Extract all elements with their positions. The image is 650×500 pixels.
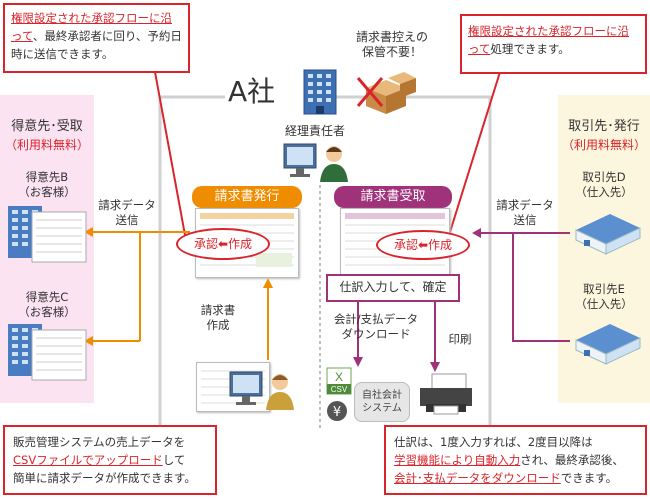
send-data-left: 請求データ 送信 <box>92 198 162 228</box>
invoice-create-label: 請求書 作成 <box>190 303 246 333</box>
send-arrow-b-head <box>84 227 93 237</box>
accountant-workstation-icon <box>283 143 348 182</box>
supplier-panel-header: 取引先･発行 （利用料無料） <box>558 118 650 154</box>
callout-left-text: 、最終承認者に回り、予約日時に送信できます。 <box>11 29 182 61</box>
csv-file-icon: CSV X <box>326 367 352 395</box>
client-panel-header: 得意先･受取 （利用料無料） <box>0 118 94 154</box>
accountant-label: 経理責任者 <box>284 124 345 138</box>
no-storage-note: 請求書控えの 保管不要！ <box>342 30 442 60</box>
callout-csv-line2: して <box>162 453 186 467</box>
callout-approval-flow-issue: 権限設定された承認フローに沿って、最終承認者に回り、予約日時に送信できます。 <box>3 3 190 73</box>
building-icon <box>303 69 337 115</box>
callout-csv-line3: 簡単に請求データが作成できます。 <box>13 471 196 485</box>
supplier-e: 取引先E （仕入先） <box>558 282 650 312</box>
callout-left-highlight: 権限設定された承認フローに沿って <box>11 11 172 43</box>
storage-boxes-crossed-icon <box>356 72 416 114</box>
send-right-line2: 送信 <box>513 213 537 227</box>
journal-entry-box: 仕訳入力して、確定 <box>326 274 460 302</box>
download-label: 会計/支払データ ダウンロード <box>320 312 432 342</box>
client-b-building-icon <box>8 206 87 263</box>
operator-workstation-icon <box>229 371 294 410</box>
client-c-sub: （お客様） <box>18 305 76 319</box>
left-arrow-icon: ⬅ <box>417 238 429 252</box>
client-b-sub: （お客様） <box>18 185 76 199</box>
supplier-d-sub: （仕入先） <box>575 185 633 199</box>
invoice-issue-header: 請求書発行 <box>192 186 302 208</box>
supplier-e-sub: （仕入先） <box>575 297 633 311</box>
send-left-line1: 請求データ <box>98 198 156 212</box>
supplier-e-warehouse-icon <box>575 324 641 365</box>
issue-create-label: 作成 <box>228 237 253 251</box>
callout-learn-highlight1: 学習機能により自動入力 <box>394 453 521 467</box>
own-system-line2: システム <box>362 403 402 414</box>
invoice-receive-header: 請求書受取 <box>334 186 452 208</box>
invoice-create-line2: 作成 <box>206 318 230 332</box>
csv-text: CSV <box>331 385 348 394</box>
download-line2: ダウンロード <box>341 327 411 341</box>
callout-right-pointer <box>449 71 501 233</box>
upload-arrow-head <box>263 278 273 288</box>
supplier-d-name: 取引先D <box>582 170 626 184</box>
callout-csv-upload: 販売管理システムの売上データを CSVファイルでアップロードして 簡単に請求デー… <box>3 425 217 495</box>
callout-learning: 仕訳は、1度入力すれば、2度目以降は 学習機能により自動入力され、最終承認後、 … <box>384 425 647 495</box>
receive-create-label: 作成 <box>428 238 453 252</box>
callout-csv-highlight: CSVファイルでアップロード <box>13 453 163 467</box>
send-right-line1: 請求データ <box>496 198 554 212</box>
left-arrow-icon: ⬅ <box>217 237 229 251</box>
receive-approve-label: 承認 <box>393 238 418 252</box>
send-left-line2: 送信 <box>115 213 139 227</box>
own-system-line1: 自社会計 <box>362 390 402 401</box>
printer-icon <box>420 373 472 415</box>
supplier-d: 取引先D （仕入先） <box>558 170 650 200</box>
no-storage-line2: 保管不要！ <box>361 45 422 59</box>
print-label: 印刷 <box>448 332 472 346</box>
download-arrow-head <box>353 357 363 367</box>
client-c-name: 得意先C <box>25 290 69 304</box>
yen-coin-icon: ¥ <box>327 401 347 421</box>
client-c: 得意先C （お客様） <box>0 290 94 320</box>
svg-text:¥: ¥ <box>333 405 341 420</box>
no-storage-line1: 請求書控えの <box>355 30 428 44</box>
client-panel-free: （利用料無料） <box>4 138 89 152</box>
client-panel-title: 得意先･受取 <box>11 119 83 134</box>
client-c-building-icon <box>8 324 87 381</box>
issue-approve-label: 承認 <box>193 237 218 251</box>
invoice-create-line1: 請求書 <box>200 303 236 317</box>
supplier-e-name: 取引先E <box>583 282 625 296</box>
callout-learn-line3: できます。 <box>560 471 618 485</box>
excel-x-mark: X <box>335 370 343 384</box>
client-b: 得意先B （お客様） <box>0 170 94 200</box>
callout-learn-line2: され、最終承認後、 <box>520 453 624 467</box>
supplier-panel-title: 取引先･発行 <box>568 119 640 134</box>
receive-arrow-d-head <box>472 228 481 238</box>
callout-left-pointer <box>154 71 186 236</box>
supplier-panel-free: （利用料無料） <box>561 138 646 152</box>
callout-learn-line1: 仕訳は、1度入力すれば、2度目以降は <box>394 435 593 449</box>
issue-approval-badge: 承認⬅作成 <box>176 228 270 260</box>
callout-csv-line1: 販売管理システムの売上データを <box>13 435 186 449</box>
own-accounting-system: 自社会計 システム <box>354 382 410 422</box>
callout-right-highlight: 権限設定された承認フローに沿って <box>468 24 629 56</box>
supplier-d-warehouse-icon <box>575 214 641 255</box>
receive-approval-badge: 承認⬅作成 <box>376 230 470 260</box>
callout-approval-flow-receive: 権限設定された承認フローに沿って処理できます。 <box>460 14 647 74</box>
client-b-name: 得意先B <box>25 170 69 184</box>
company-name: A社 <box>228 75 276 108</box>
download-line1: 会計/支払データ <box>333 312 419 326</box>
receive-arrow-e-line <box>512 233 570 342</box>
callout-learn-highlight2: 会計･支払データをダウンロード <box>394 471 561 485</box>
send-data-right: 請求データ 送信 <box>490 198 560 228</box>
callout-right-text: 処理できます。 <box>490 42 570 56</box>
send-arrow-c-head <box>84 336 93 346</box>
print-arrow-head <box>430 362 440 372</box>
